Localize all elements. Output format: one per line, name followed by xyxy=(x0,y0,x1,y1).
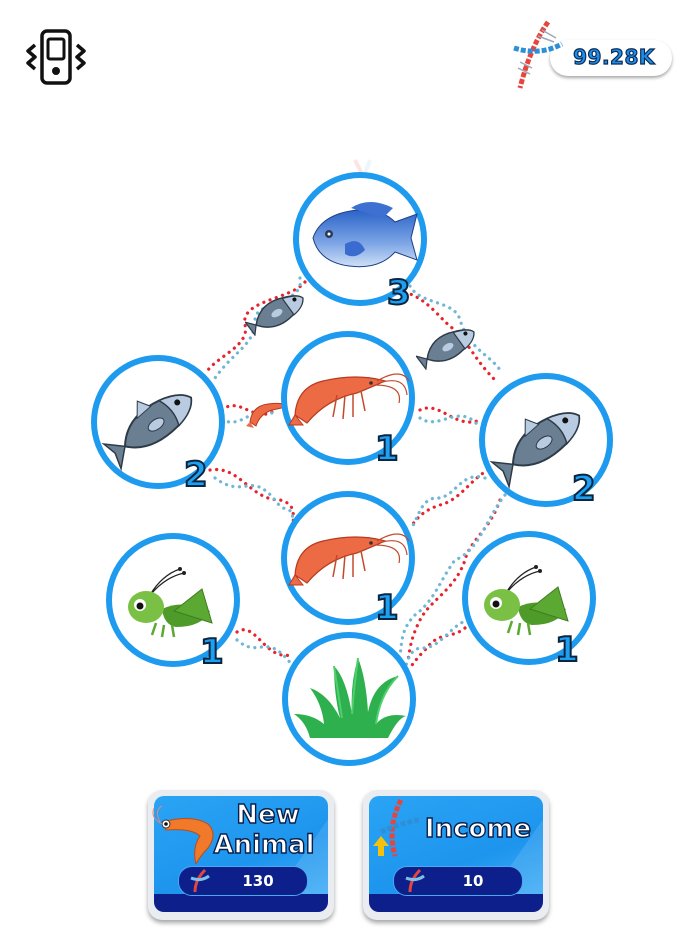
node-right-gray-fish[interactable] xyxy=(479,373,613,507)
currency-display: 99.28K xyxy=(500,18,680,89)
node-left-gray-fish[interactable] xyxy=(91,355,225,489)
node-center-shrimp-bottom[interactable] xyxy=(281,491,415,625)
button-base xyxy=(154,894,328,912)
moving-fish-right xyxy=(416,329,475,370)
node-right-grasshopper[interactable] xyxy=(462,531,596,665)
gray-fish-icon xyxy=(489,412,581,490)
dna-upgrade-icon xyxy=(373,798,420,857)
income-price: 10 xyxy=(393,866,523,896)
moving-fish-left xyxy=(245,295,304,336)
grass-icon xyxy=(294,657,406,738)
currency-value: 99.28K xyxy=(573,44,655,69)
shrimp-icon xyxy=(152,805,214,864)
level-badge: 1 xyxy=(554,630,580,670)
level-badge: 3 xyxy=(386,273,412,313)
button-base xyxy=(369,894,543,912)
new-animal-line1: New xyxy=(236,800,301,830)
blue-fish-icon xyxy=(312,202,418,268)
shrimp-icon xyxy=(288,373,409,426)
price-value: 130 xyxy=(242,872,274,890)
gray-fish-icon xyxy=(101,394,193,472)
grasshopper-icon xyxy=(484,565,569,636)
level-badge: 1 xyxy=(199,632,225,672)
income-label: Income xyxy=(424,814,532,844)
new-animal-price: 130 xyxy=(178,866,308,896)
node-center-shrimp-top[interactable] xyxy=(281,331,415,465)
new-animal-button[interactable]: New Animal 130 xyxy=(148,790,334,920)
currency-pill xyxy=(550,40,672,76)
dna-icon xyxy=(513,20,564,89)
dna-icon xyxy=(190,868,210,893)
level-badge: 2 xyxy=(571,469,597,509)
shrimp-icon xyxy=(288,533,409,586)
dna-icon xyxy=(405,868,425,893)
vibrate-toggle-icon[interactable] xyxy=(20,28,92,88)
level-badge: 1 xyxy=(374,429,400,469)
node-left-grasshopper[interactable] xyxy=(106,533,240,667)
income-button[interactable]: Income 10 xyxy=(363,790,549,920)
new-animal-line2: Animal xyxy=(213,830,315,860)
level-badge: 2 xyxy=(183,455,209,495)
grasshopper-icon xyxy=(128,567,213,638)
node-grass[interactable] xyxy=(282,632,416,766)
node-top-blue-fish[interactable] xyxy=(293,172,427,306)
level-badge: 1 xyxy=(374,588,400,628)
price-value: 10 xyxy=(462,872,484,890)
